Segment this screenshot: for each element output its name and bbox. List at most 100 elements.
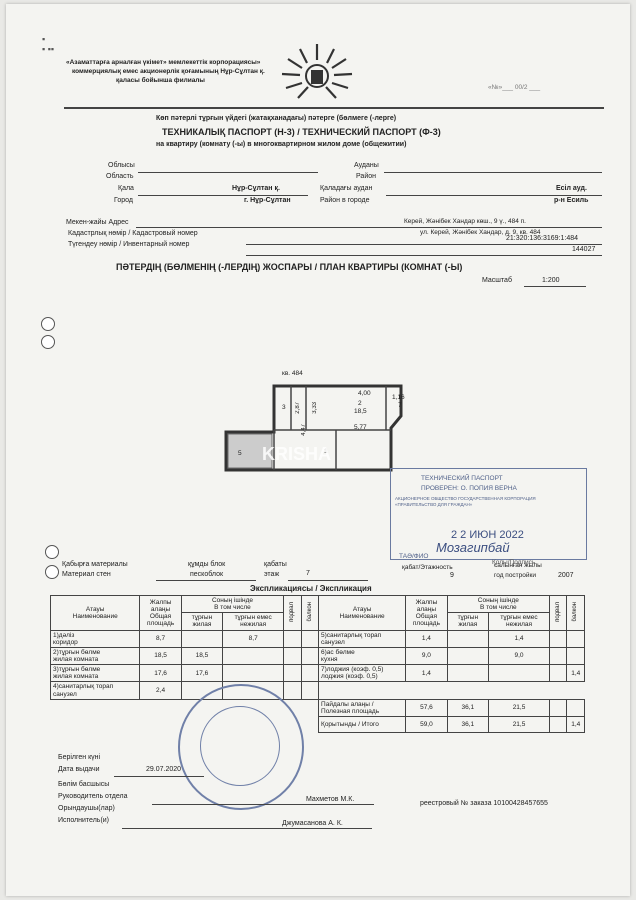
- exec-name: Джумасанова А. К.: [282, 820, 343, 827]
- dim-287: 2,87: [295, 402, 301, 414]
- signature: Мозагипбай: [436, 540, 510, 555]
- head-label-kz: Бөлім басшысы: [58, 781, 110, 788]
- address-ru: ул. Керей, Жәнібек Хандар, д. 9, кв. 484: [420, 229, 541, 236]
- stamp-line-3: АКЦИОНЕРНОЕ ОБЩЕСТВО ГОСУДАРСТВЕННАЯ КОР…: [395, 496, 536, 501]
- city-kz: Нұр-Сұлтан қ.: [232, 185, 280, 192]
- total-nonliving: 21,5: [488, 715, 551, 733]
- cadastral-line: [246, 244, 602, 245]
- cell-balkon: 1,4: [566, 664, 585, 683]
- oblys-line: [138, 172, 318, 173]
- useful-name: Пайдалы алаңы / Полезная площадь: [318, 698, 407, 717]
- cell-nonliving: 9,0: [488, 646, 551, 666]
- stamp-date: 2 2 ИЮН 2022: [451, 529, 524, 541]
- useful-living: 36,1: [446, 698, 490, 717]
- cell-nonliving: [222, 664, 285, 683]
- room-2-area: 18,5: [354, 408, 367, 415]
- margin-marks: ▪▪ ▪▪: [42, 34, 55, 54]
- org-line-1: «Азаматтарға арналған үкімет» мемлекетті…: [66, 59, 261, 66]
- cell-total: 2,4: [139, 681, 182, 700]
- audany-line: [384, 172, 602, 173]
- exec-label-kz: Орындаушы(лар): [58, 805, 115, 812]
- stamp-line-1: ТЕХНИЧЕСКИЙ ПАСПОРТ: [421, 475, 503, 482]
- table-row-useful: Пайдалы алаңы / Полезная площадь 57,6 36…: [51, 698, 585, 717]
- inventory-number: 144027: [572, 246, 596, 253]
- cell-total: 8,7: [139, 629, 182, 648]
- address-kz: Керей, Жәнібек Хандар көш., 9 ү., 484 п.: [404, 218, 526, 225]
- cell-living: [446, 664, 490, 683]
- cell-balkon: [566, 629, 585, 648]
- cell-nonliving: [222, 646, 285, 666]
- district-ru: р-н Есиль: [554, 197, 589, 204]
- cell-nonliving: 8,7: [222, 629, 285, 648]
- stamp-fio-label: ТАӘ/ФИО: [399, 553, 429, 560]
- org-line-3: қаласы бойынша филиалы: [116, 77, 205, 84]
- year-kz: салынған жылы: [494, 562, 542, 569]
- address-label: Мекен-жайы Адрес: [66, 219, 129, 226]
- cell-nonliving: [488, 664, 551, 683]
- storeys-value: 9: [450, 572, 454, 579]
- useful-nonliving: 21,5: [488, 698, 551, 717]
- head-name: Махметов М.К.: [306, 796, 355, 803]
- punch-hole: [45, 545, 59, 559]
- cell-name: 7)лоджия (коэф. 0,5)лоджия (коэф. 0,5): [318, 664, 407, 683]
- dim-333: 3,33: [312, 402, 318, 414]
- total-balkon: 1,4: [566, 715, 585, 733]
- signature-caption: Қолы/Подпись: [492, 559, 536, 566]
- stamp-line-4: «ПРАВИТЕЛЬСТВО ДЛЯ ГРАЖДАН»: [395, 502, 473, 507]
- floors-ru: этаж: [264, 571, 280, 578]
- stamp-line-2: ПРОВЕРЕН: О. ПОПИЯ ВЕРНА: [421, 485, 517, 492]
- material-label-kz: Қабырға материалы: [62, 561, 128, 568]
- oblast-label: Область: [106, 173, 134, 180]
- head-label-ru: Руководитель отдела: [58, 793, 128, 800]
- document-page: «Азаматтарға арналған үкімет» мемлекетті…: [6, 4, 630, 896]
- total-name: Қорытынды / Итого: [318, 715, 407, 733]
- round-seal-stamp: [178, 684, 304, 810]
- total-living: 36,1: [446, 715, 490, 733]
- address-line: [136, 227, 602, 228]
- header-kz: Көп пәтерлі тұрғын үйдегі (жатақханадағы…: [156, 115, 397, 122]
- cell-living: 17,6: [180, 664, 224, 683]
- material-label-ru: Материал стен: [62, 571, 111, 578]
- inventory-label: Түгендеу нөмір / Инвентарный номер: [68, 241, 190, 248]
- floor-value: 7: [306, 570, 310, 577]
- header-rule: [64, 107, 604, 109]
- cell-living: [446, 629, 490, 648]
- kala-audan-label: Қаладағы аудан: [320, 185, 373, 192]
- cell-total: 9,0: [405, 646, 448, 666]
- scale-label: Масштаб: [482, 277, 512, 284]
- material-line: [156, 580, 256, 581]
- city-line: [138, 195, 308, 196]
- explication-title: Экспликациясы / Экспликация: [248, 584, 374, 593]
- col-balkon: балкон: [306, 601, 313, 622]
- year-value: 2007: [558, 572, 574, 579]
- watermark: KRISHA: [262, 444, 332, 464]
- dim-400: 4,00: [358, 390, 371, 397]
- oblys-label: Облысы: [108, 162, 135, 169]
- dim-577: 5,77: [354, 424, 367, 431]
- material-value-kz: құмды блок: [188, 561, 226, 568]
- cell-total: 1,4: [405, 629, 448, 648]
- material-value-ru: пескоблок: [190, 571, 224, 578]
- verification-stamp: ТЕХНИЧЕСКИЙ ПАСПОРТ ПРОВЕРЕН: О. ПОПИЯ В…: [390, 468, 587, 560]
- room-3-number: 3: [282, 404, 286, 411]
- top-right-code: «№»___ 00/2 ___: [488, 84, 541, 91]
- issued-line: [114, 776, 204, 777]
- sun-logo-icon: [281, 44, 353, 99]
- punch-hole: [41, 335, 55, 349]
